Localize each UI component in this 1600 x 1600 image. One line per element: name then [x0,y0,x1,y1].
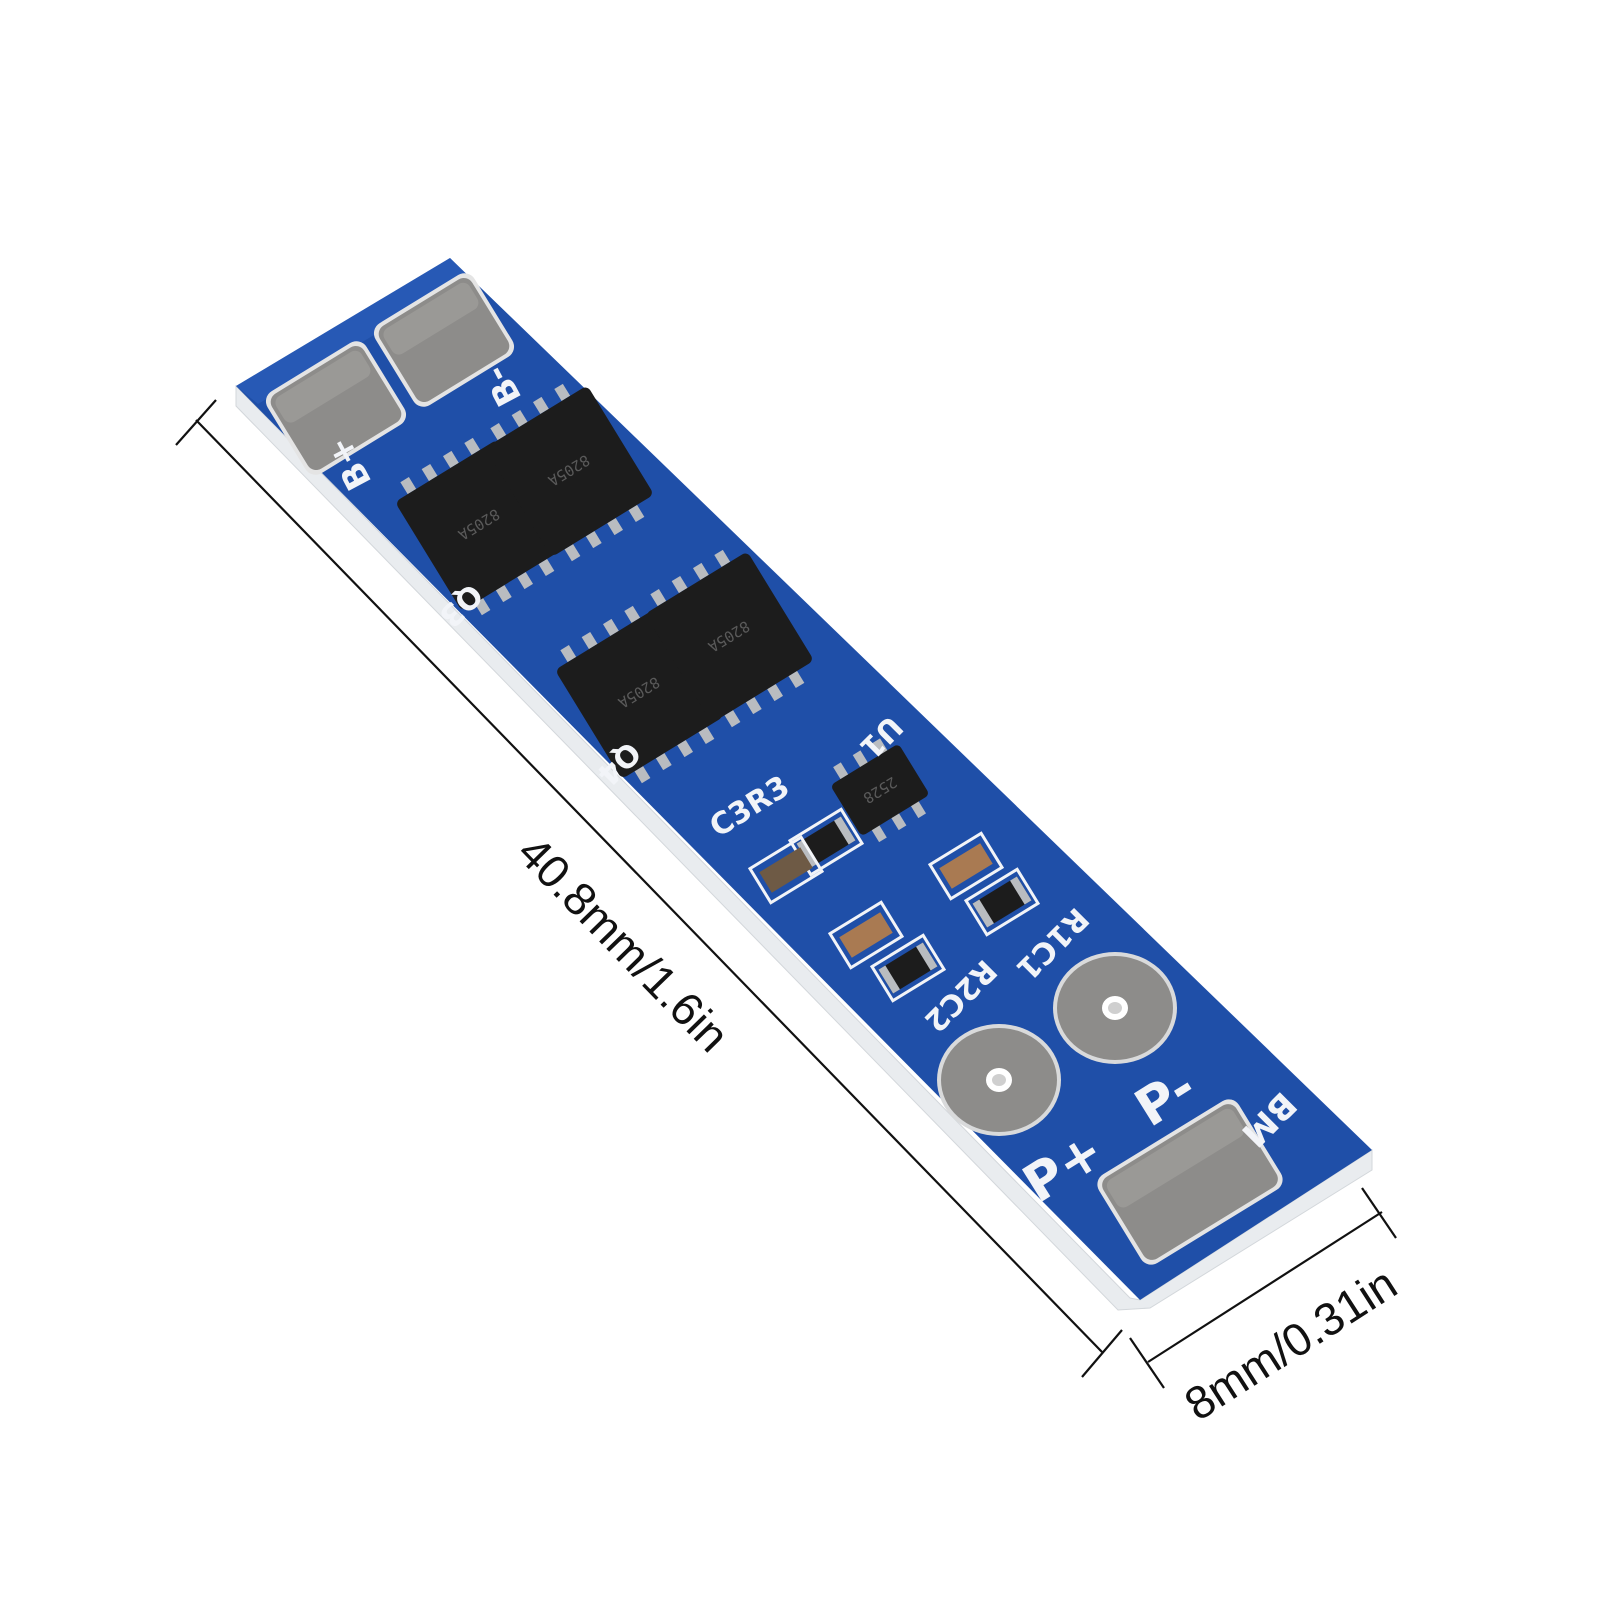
width-dimension-tick-right [1361,1187,1397,1239]
resistor-r1 [963,867,1041,937]
capacitor-c2 [827,900,905,970]
pad-p-minus [1053,952,1177,1064]
length-dimension [175,399,1123,1378]
mosfet-chip-q1: 8205A [487,383,652,562]
pad-b-minus [373,273,515,407]
pcb-edge [235,384,1373,1311]
pcb-top-highlight [236,258,470,404]
width-dimension-line [1147,1211,1383,1363]
pad-b-plus [265,341,407,475]
capacitor-c3 [747,835,825,905]
length-dimension-tick-top [175,399,217,446]
protection-ic-u1: 2528 [832,738,928,843]
mosfet-chip-q2: 8205A [647,549,812,728]
width-dimension [1129,1187,1397,1389]
pad-bm [1097,1099,1283,1265]
width-dimension-tick-left [1129,1337,1165,1389]
resistor-r2 [869,933,947,1003]
width-dimension-label: 8mm/0.31in [1175,1257,1405,1431]
pad-p-plus [937,1024,1061,1136]
length-dimension-tick-bottom [1081,1329,1123,1378]
capacitor-c1 [927,831,1005,901]
bms-pcb-board: 8205A 8205A 8205A [235,258,1373,1311]
length-dimension-line [195,419,1103,1353]
